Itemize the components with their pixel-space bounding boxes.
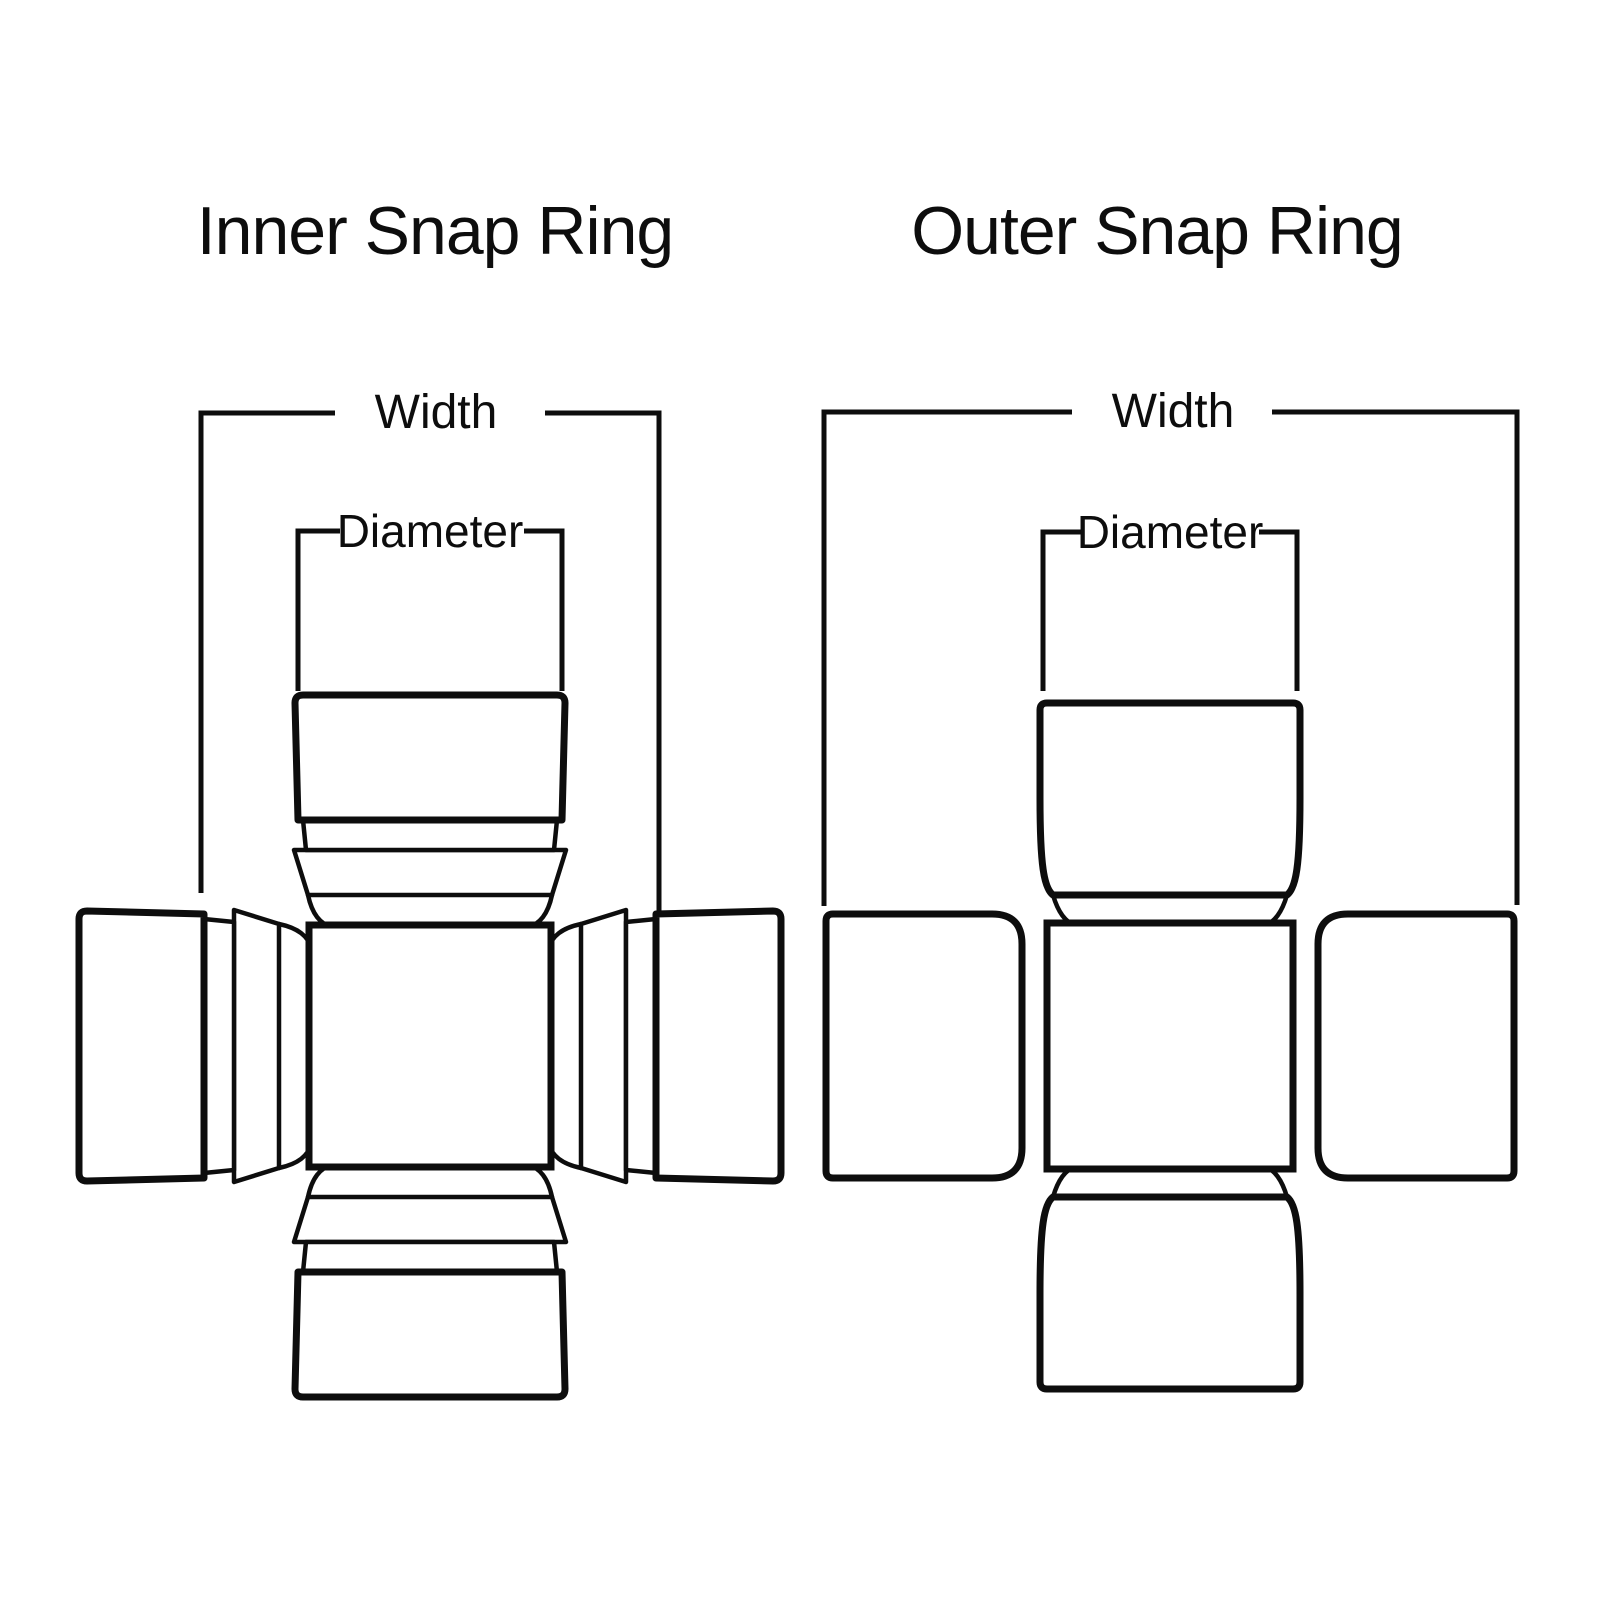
inner-diameter-label: Diameter bbox=[337, 505, 524, 557]
inner-snap-ring-title: Inner Snap Ring bbox=[196, 193, 674, 269]
inner-cross-right-arm bbox=[548, 910, 781, 1182]
outer-cross-right-arm bbox=[1318, 914, 1514, 1178]
inner-cross-left-arm bbox=[79, 910, 312, 1182]
outer-width-label: Width bbox=[1112, 385, 1235, 438]
outer-cross-body bbox=[1043, 919, 1297, 1173]
inner-cross-body bbox=[305, 921, 555, 1171]
inner-diameter-bracket: Diameter bbox=[295, 505, 565, 691]
outer-width-bracket: Width bbox=[821, 385, 1520, 906]
outer-diameter-bracket: Diameter bbox=[1040, 506, 1300, 691]
outer-snap-ring-cross: Width Diameter bbox=[821, 385, 1520, 1389]
inner-cross-top-arm bbox=[294, 695, 566, 928]
inner-snap-ring-cross: Width Diameter bbox=[79, 386, 781, 1397]
inner-cross-bottom-arm bbox=[294, 1164, 566, 1397]
outer-cross-top-arm bbox=[1040, 703, 1300, 927]
outer-cross-bottom-arm bbox=[1040, 1165, 1300, 1389]
inner-width-label: Width bbox=[375, 386, 498, 439]
outer-diameter-label: Diameter bbox=[1077, 506, 1264, 558]
outer-cross-left-arm bbox=[826, 914, 1022, 1178]
outer-snap-ring-title: Outer Snap Ring bbox=[911, 193, 1404, 269]
inner-width-bracket: Width bbox=[198, 386, 662, 911]
